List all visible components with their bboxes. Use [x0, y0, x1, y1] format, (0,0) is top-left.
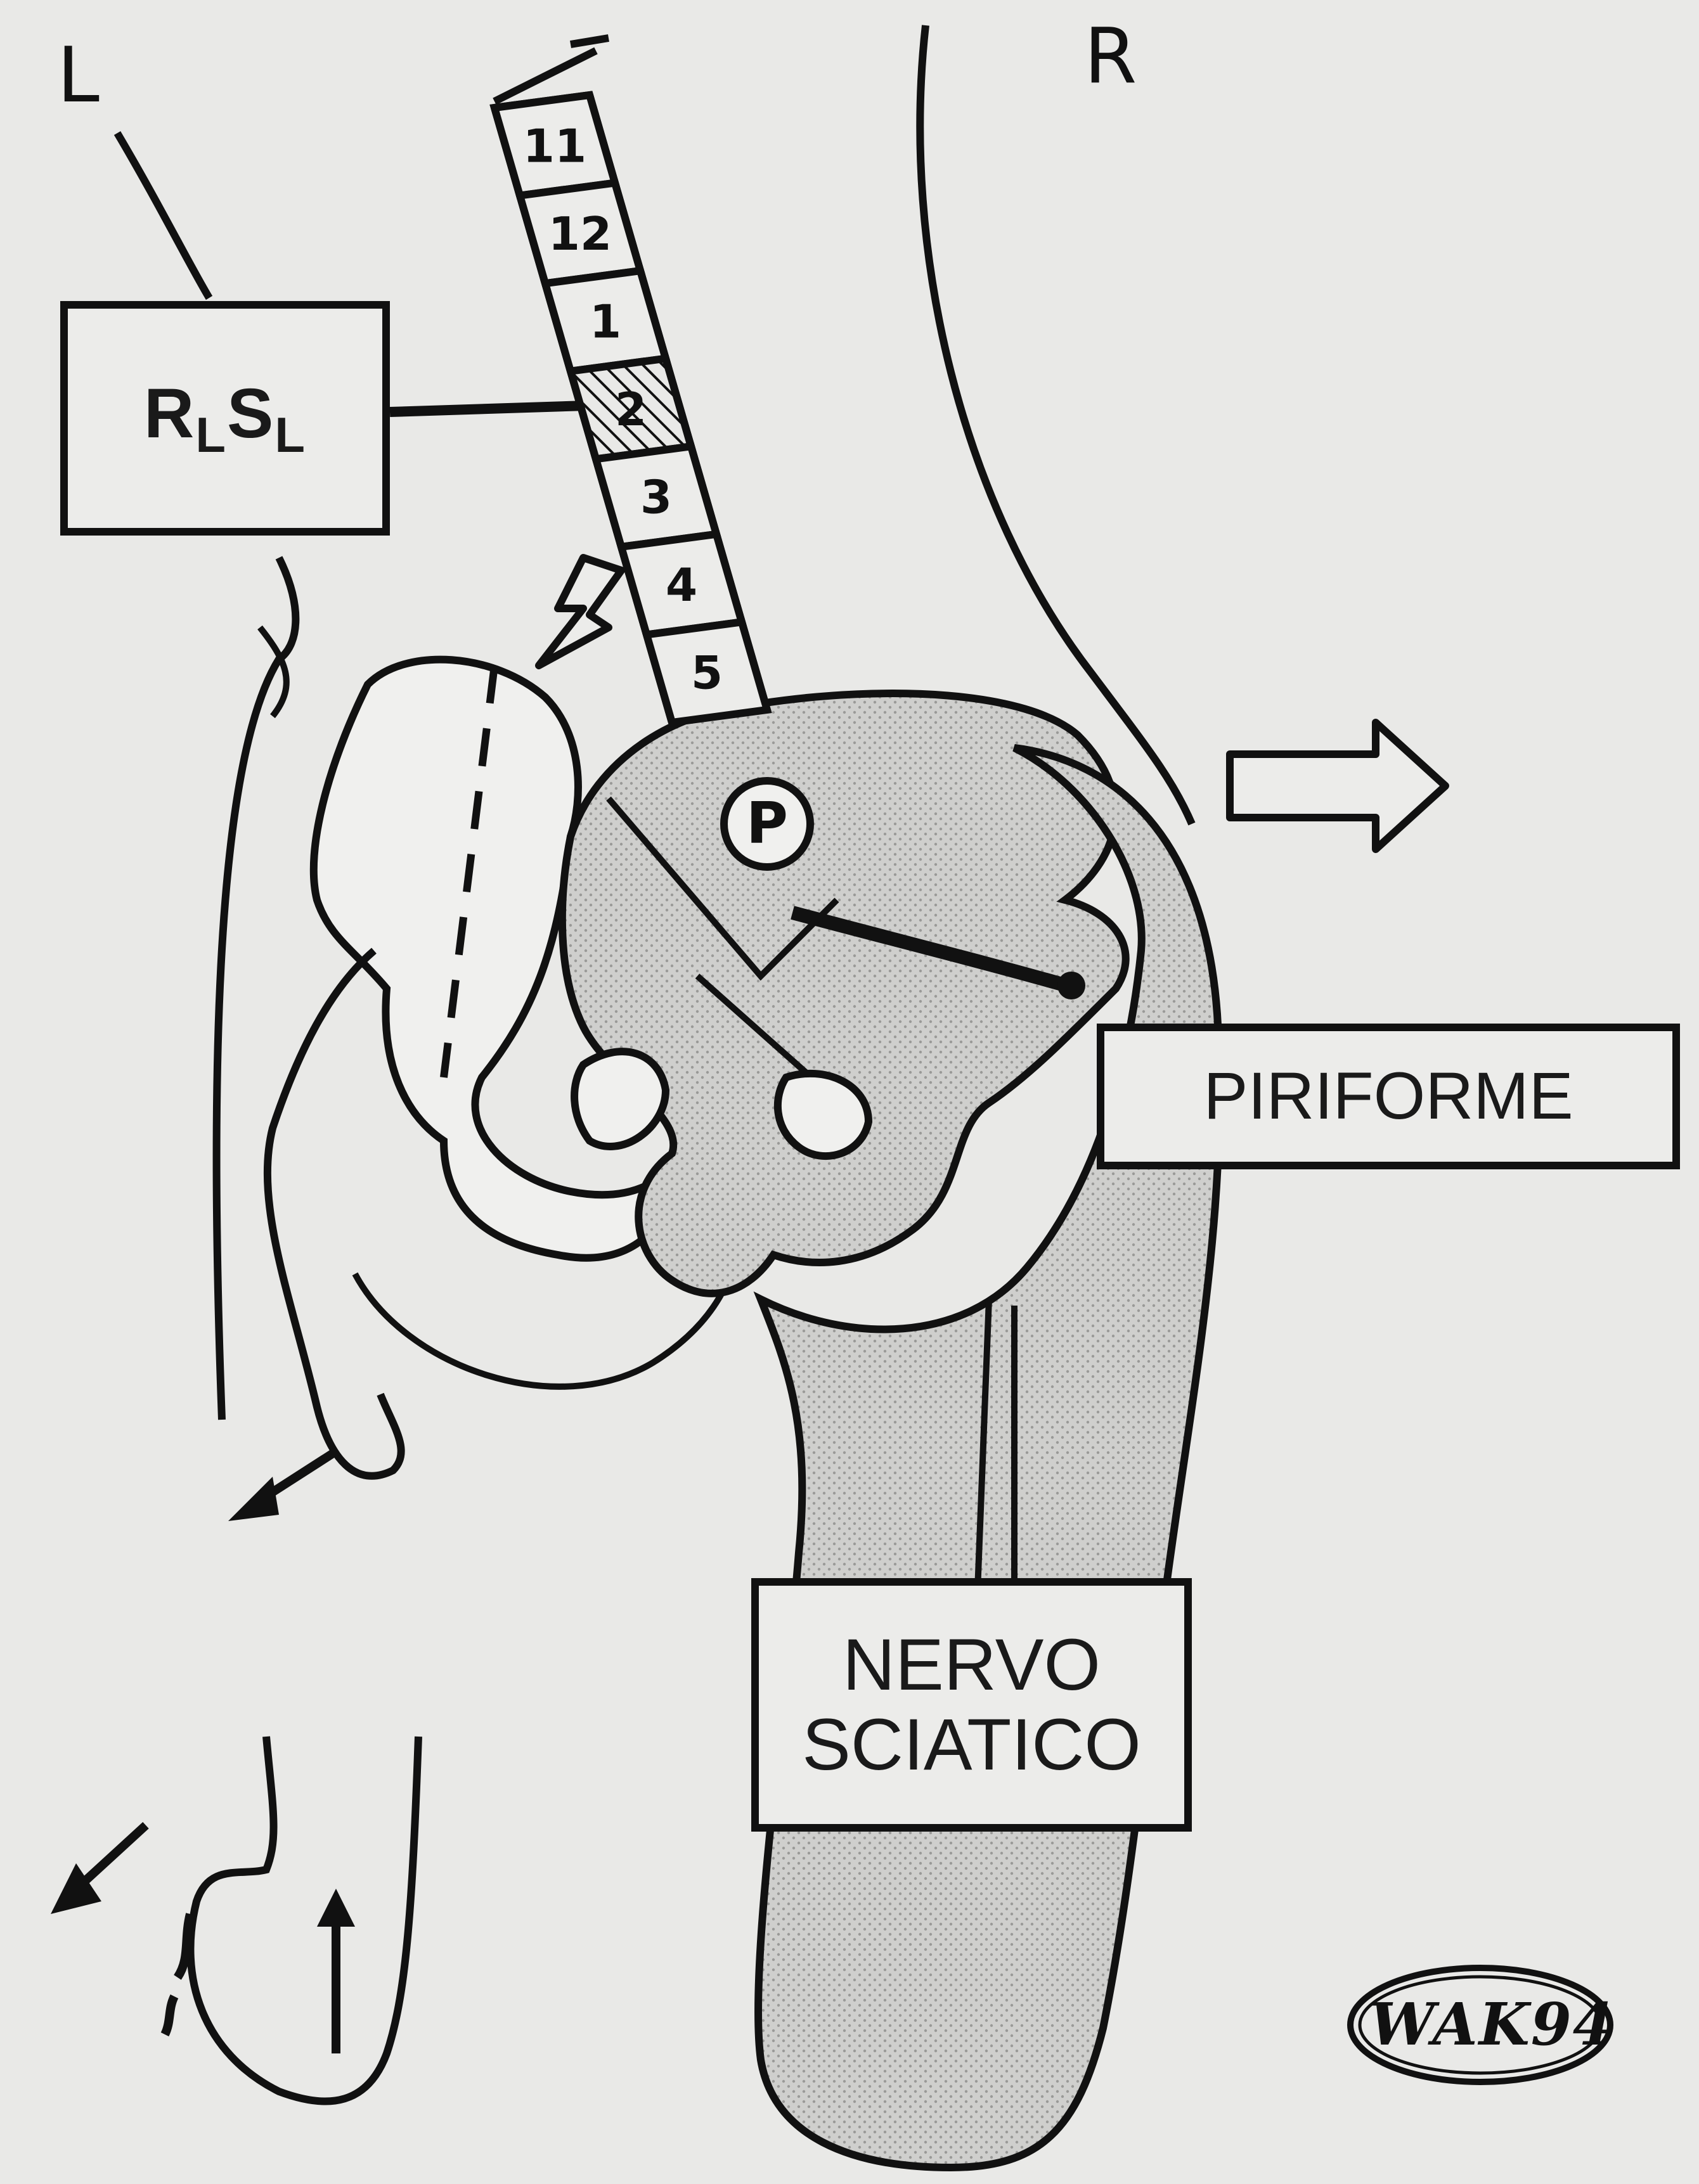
piriform-muscle: [791, 906, 1080, 996]
left-rotation-arrow: [228, 1448, 339, 1521]
sacral-lines: [606, 796, 839, 1080]
nervo-sciatico-label-box: NERVO SCIATICO: [751, 1578, 1192, 1832]
left-body-outline: [113, 131, 213, 300]
right-body-outline: [916, 25, 1196, 826]
right-side-label: R: [1084, 13, 1137, 101]
foot-arrow: [51, 1821, 149, 1914]
vertebra-label: 5: [691, 646, 723, 700]
svg-text:P: P: [746, 790, 788, 857]
lesion-label: RLSL: [143, 374, 307, 463]
piriforme-label-box: PIRIFORME: [1097, 1024, 1680, 1169]
lesion-connector: [389, 401, 587, 417]
foot-sketch: [160, 1736, 422, 2105]
right-obturator: [773, 1069, 873, 1160]
nervo-label-line1: NERVO: [843, 1624, 1101, 1705]
lesion-label-box: RLSL: [60, 301, 390, 536]
left-femur: [263, 947, 405, 1480]
vertebra-label: 11: [523, 119, 586, 172]
signature-seal: [1347, 1965, 1613, 2085]
pelvic-dash: [440, 665, 498, 1078]
vertebra-label: 3: [640, 471, 672, 524]
hip-shift-arrow: [1226, 719, 1449, 853]
vertebra-label: 12: [548, 207, 612, 260]
left-side-label: L: [57, 32, 100, 120]
vertebra-label: 1: [590, 295, 621, 348]
femoral-head: [720, 777, 814, 871]
vertebra-label: 2: [615, 383, 647, 436]
artist-signature: WAK94: [1369, 1990, 1615, 2059]
left-lower-outline: [257, 625, 290, 719]
left-trunk-outline: [212, 556, 300, 1420]
vertebra: [642, 617, 772, 727]
piriforme-label: PIRIFORME: [1203, 1059, 1573, 1133]
nervo-label-line2: SCIATICO: [802, 1704, 1141, 1785]
spine-shift-arrow: [535, 554, 625, 669]
left-obturator: [571, 1048, 670, 1150]
vertebra-label: 4: [666, 558, 697, 612]
sciatic-nerve: [973, 1299, 1017, 1623]
right-hip-bone: [558, 690, 1130, 1297]
